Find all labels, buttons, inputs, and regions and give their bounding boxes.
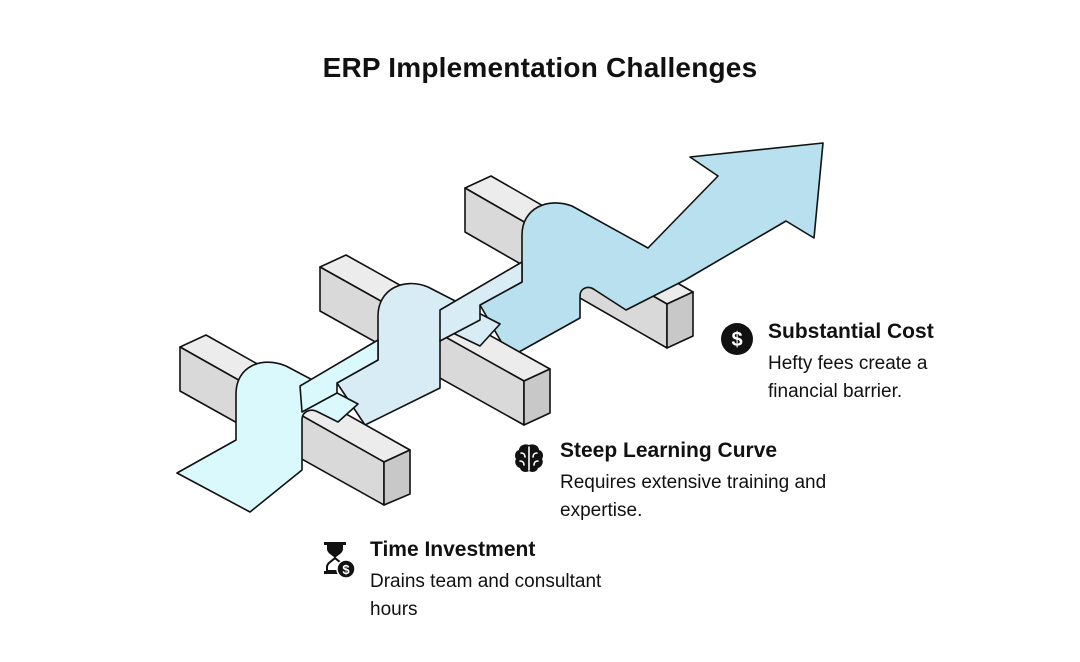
callout-description: Drains team and consultant hours [370, 571, 602, 620]
callout-title: Steep Learning Curve [560, 439, 778, 462]
callout-title: Time Investment [370, 538, 536, 561]
ribbon-segment-3 [479, 142, 824, 358]
ribbon-connector-2 [439, 261, 523, 342]
hourglass-dollar-icon: $ [324, 542, 356, 579]
callout-title: Substantial Cost [768, 320, 934, 343]
page-title: ERP Implementation Challenges [322, 52, 758, 83]
callout-description: Hefty fees create a financial barrier. [768, 353, 928, 402]
ribbon-connector-1 [299, 339, 379, 413]
dollar-icon: $ [721, 323, 753, 355]
svg-text:$: $ [731, 329, 742, 351]
brain-icon [515, 444, 543, 472]
svg-text:$: $ [342, 562, 350, 577]
callout-description: Requires extensive training and expertis… [560, 472, 827, 521]
